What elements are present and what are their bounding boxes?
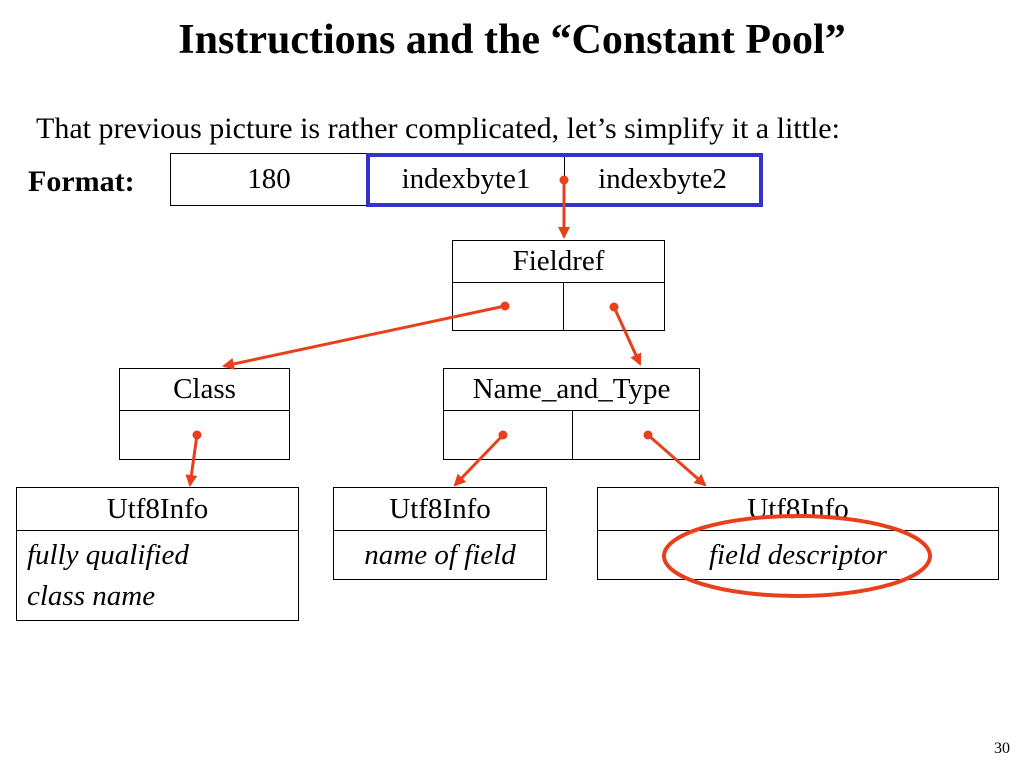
- format-cell-indexbyte2: indexbyte2: [564, 153, 761, 206]
- slide-title: Instructions and the “Constant Pool”: [178, 17, 846, 63]
- utf8-field-name-title: Utf8Info: [333, 487, 547, 531]
- utf8-field-name-value: name of field: [333, 530, 547, 580]
- format-cell-indexbyte1: indexbyte1: [367, 153, 565, 206]
- page-number: 30: [994, 740, 1010, 757]
- utf8-class-name-value: fully qualified class name: [16, 530, 299, 621]
- arrow-descriptor-to-utf8: [647, 433, 707, 487]
- arrow-origin-dot: [498, 430, 508, 440]
- fieldref-name-and-type-index-cell: [563, 282, 665, 331]
- utf8-class-name-line-2: class name: [27, 580, 156, 612]
- name-and-type-name-index-cell: [443, 410, 573, 460]
- arrow-fieldref-to-class: [222, 304, 506, 370]
- arrow-origin-dot: [559, 175, 569, 185]
- arrow-fieldref-to-name-and-type: [612, 306, 642, 366]
- arrow-origin-dot: [643, 430, 653, 440]
- arrow-origin-dot: [500, 301, 510, 311]
- class-title: Class: [119, 368, 290, 411]
- arrow-origin-dot: [192, 430, 202, 440]
- arrow-name-to-utf8: [453, 433, 505, 487]
- name-and-type-descriptor-index-cell: [572, 410, 700, 460]
- class-name-index-cell: [119, 410, 290, 460]
- slide-subtitle: That previous picture is rather complica…: [36, 112, 840, 145]
- utf8-class-name-title: Utf8Info: [16, 487, 299, 531]
- arrow-class-to-utf8: [185, 434, 199, 487]
- format-label: Format:: [28, 165, 135, 198]
- arrow-origin-dot: [609, 302, 619, 312]
- name-and-type-title: Name_and_Type: [443, 368, 700, 411]
- utf8-class-name-line-1: fully qualified: [27, 539, 189, 571]
- field-descriptor-highlight-ellipse: [662, 514, 932, 598]
- fieldref-title: Fieldref: [452, 240, 665, 283]
